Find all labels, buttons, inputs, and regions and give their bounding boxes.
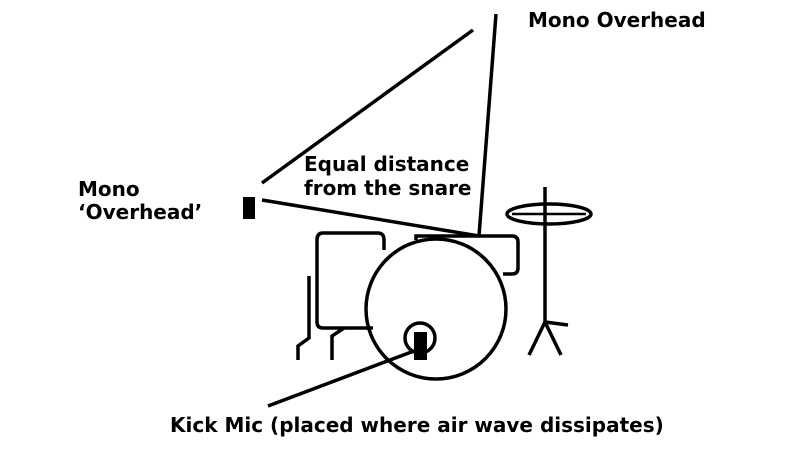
- mono-overhead-alt-label-line1: Mono: [78, 177, 140, 201]
- alt-overhead-to-snare-line: [261, 198, 480, 238]
- overhead-to-snare-line: [477, 13, 498, 237]
- cymbal-icon: [505, 202, 593, 226]
- equal-distance-label-line2: from the snare: [304, 176, 472, 200]
- kick-mic-pointer-line: [267, 349, 415, 408]
- kick-mic-label: Kick Mic (placed where air wave dissipat…: [170, 413, 664, 437]
- cymbal-stand-legs-icon: [527, 317, 569, 356]
- equal-distance-label-line1: Equal distance: [304, 152, 469, 176]
- equal-distance-label: Equal distance from the snare: [304, 152, 476, 200]
- rack-tom-icon: [315, 231, 386, 330]
- kick-drum-icon: [364, 237, 508, 381]
- tom-leg-right-icon: [330, 326, 345, 360]
- overhead-to-alt-line: [260, 28, 475, 185]
- mono-overhead-label: Mono Overhead: [528, 8, 706, 32]
- snare-drum-icon: [414, 234, 520, 276]
- tom-leg-left-icon: [296, 276, 311, 360]
- mono-overhead-alt-label: Mono ‘Overhead’: [78, 177, 202, 224]
- mono-overhead-alt-label-line2: ‘Overhead’: [78, 200, 202, 224]
- kick-mic-icon: [414, 332, 427, 360]
- mono-overhead-alt-mic-icon: [243, 197, 255, 219]
